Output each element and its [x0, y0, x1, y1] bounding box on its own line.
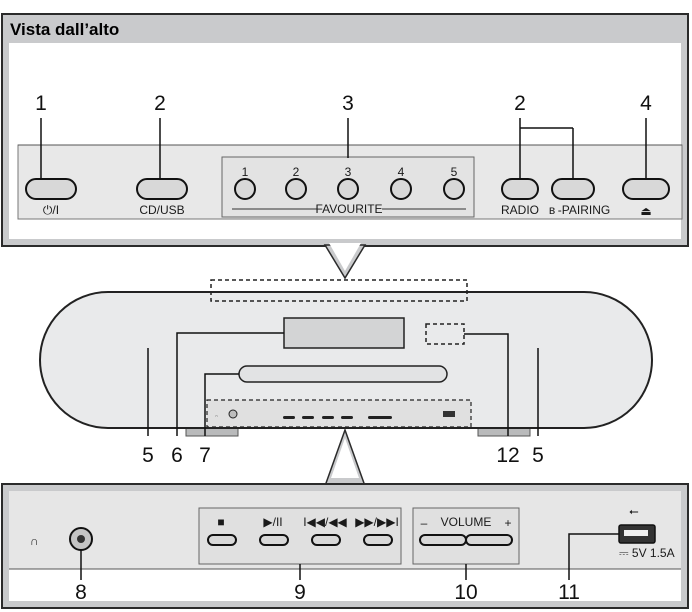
mini-headphone-jack — [228, 409, 238, 419]
cd-usb-label: CD/USB — [139, 203, 184, 217]
callout-5a: 5 — [142, 444, 154, 467]
eject-icon: ⏏ — [640, 204, 651, 218]
next-forward-icon: ▶▶/▶▶I — [355, 515, 399, 529]
favourite-button-2[interactable] — [285, 178, 307, 200]
volume-minus-sign: – — [421, 516, 428, 530]
next-button[interactable] — [363, 534, 393, 546]
callout-2b: 2 — [514, 92, 526, 115]
device-body — [39, 291, 653, 429]
pairing-button[interactable] — [551, 178, 595, 200]
volume-label: VOLUME — [441, 515, 492, 529]
fav-num-2: 2 — [293, 165, 300, 179]
top-view-title: Vista dall’alto — [10, 20, 119, 39]
usb-rating: ⎓ 5V 1.5A — [619, 546, 675, 560]
favourite-button-5[interactable] — [443, 178, 465, 200]
power-label: ⏻/I — [43, 203, 59, 217]
favourite-button-1[interactable] — [234, 178, 256, 200]
usb-icon: ⭠ — [629, 504, 639, 518]
disc-slot — [238, 365, 448, 383]
play-pause-icon: ▶/II — [263, 515, 282, 529]
power-button[interactable] — [25, 178, 77, 200]
callout-10: 10 — [454, 581, 477, 604]
front-controls-highlight — [206, 399, 472, 428]
radio-button[interactable] — [501, 178, 539, 200]
cd-usb-button[interactable] — [136, 178, 188, 200]
favourite-button-4[interactable] — [390, 178, 412, 200]
mini-volume — [368, 416, 392, 419]
mini-prev — [322, 416, 334, 419]
callout-9: 9 — [294, 581, 306, 604]
pairing-label: -PAIRING — [558, 203, 610, 217]
mini-play — [302, 416, 314, 419]
fav-num-4: 4 — [398, 165, 405, 179]
display-window — [283, 317, 405, 349]
volume-plus-button[interactable] — [465, 534, 513, 546]
mini-usb — [443, 411, 455, 417]
callout-5b: 5 — [532, 444, 544, 467]
favourite-label: FAVOURITE — [315, 202, 382, 216]
play-pause-button[interactable] — [259, 534, 289, 546]
mini-next — [341, 416, 353, 419]
callout-4: 4 — [640, 92, 652, 115]
device-top-highlight — [210, 279, 468, 302]
callout-6: 6 — [171, 444, 183, 467]
prev-button[interactable] — [311, 534, 341, 546]
callout-11: 11 — [558, 581, 580, 604]
fav-num-3: 3 — [345, 165, 352, 179]
mini-stop — [283, 416, 295, 419]
headphone-icon: ∩ — [30, 534, 39, 548]
stop-button[interactable] — [207, 534, 237, 546]
callout-8: 8 — [75, 581, 87, 604]
fav-num-1: 1 — [242, 165, 249, 179]
volume-plus-sign: + — [504, 516, 511, 530]
favourite-button-3[interactable] — [337, 178, 359, 200]
stop-icon: ■ — [217, 515, 224, 529]
volume-minus-button[interactable] — [419, 534, 467, 546]
radio-label: RADIO — [501, 203, 539, 217]
callout-12: 12 — [496, 444, 519, 467]
callout-7: 7 — [199, 444, 211, 467]
fav-num-5: 5 — [451, 165, 458, 179]
prev-rewind-icon: I◀◀/◀◀ — [303, 515, 347, 529]
callout-3: 3 — [342, 92, 354, 115]
callout-1: 1 — [35, 92, 47, 115]
mini-headphone-icon: ∩ — [215, 413, 218, 418]
callout-2a: 2 — [154, 92, 166, 115]
eject-button[interactable] — [622, 178, 670, 200]
bluetooth-icon: ʙ — [549, 203, 555, 217]
sensor-highlight — [425, 323, 465, 345]
